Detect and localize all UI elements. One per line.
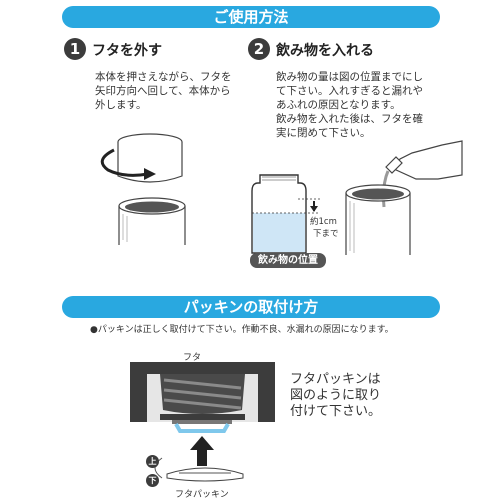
step-2-number: 2: [248, 38, 270, 60]
packing-ring: [166, 467, 244, 482]
instruction-line: フタパッキンは: [290, 372, 381, 387]
orientation-bracket: [154, 457, 163, 479]
step-1-line: 矢印方向へ回して、本体から: [95, 85, 231, 97]
step-2-line: て下さい。入れすぎると漏れや: [276, 85, 423, 97]
step-1-number: 1: [64, 38, 86, 60]
instruction-line: 図のように取り: [290, 388, 382, 403]
usage-banner: ご使用方法: [62, 6, 440, 28]
step-1-title: フタを外す: [92, 43, 162, 59]
step-2-line: 飲み物の量は図の位置までにし: [276, 71, 423, 83]
instruction-line: 付けて下さい。: [290, 404, 382, 419]
step-2-line: あふれの原因となります。: [276, 99, 401, 111]
step-2-line: 実に閉めて下さい。: [276, 127, 371, 139]
up-arrow-icon: [190, 436, 214, 466]
lid-cross-section: [130, 362, 275, 433]
step-1-description: 本体を押さえながら、フタを 矢印方向へ回して、本体から 外します。: [95, 70, 232, 112]
step-2-line: 飲み物を入れた後は、フタを確: [276, 113, 423, 125]
lid-removal-illustration: [100, 133, 186, 245]
measure-line: 下まで: [313, 229, 339, 239]
step-1-line: 外します。: [95, 99, 147, 111]
bottom-marker: 下: [146, 474, 159, 487]
step-1-line: 本体を押さえながら、フタを: [95, 71, 232, 83]
fill-level-illustration: [251, 174, 320, 254]
measure-label: 約1cm 下まで: [310, 215, 339, 239]
packing-instruction: フタパッキンは 図のように取り 付けて下さい。: [290, 372, 381, 420]
packing-label: フタパッキン: [175, 490, 229, 500]
step-2-description: 飲み物の量は図の位置までにし て下さい。入れすぎると漏れや あふれの原因となりま…: [276, 70, 423, 140]
packing-note: ●パッキンは正しく取付けて下さい。作動不良、水漏れの原因になります。: [90, 325, 394, 335]
measure-line: 約1cm: [310, 217, 337, 227]
fill-level-tag: 飲み物の位置: [250, 253, 326, 268]
pouring-illustration: [345, 140, 463, 255]
lid-label: フタ: [183, 353, 202, 363]
packing-banner: パッキンの取付け方: [62, 296, 440, 318]
top-marker: 上: [146, 455, 159, 468]
step-2-title: 飲み物を入れる: [276, 43, 374, 59]
